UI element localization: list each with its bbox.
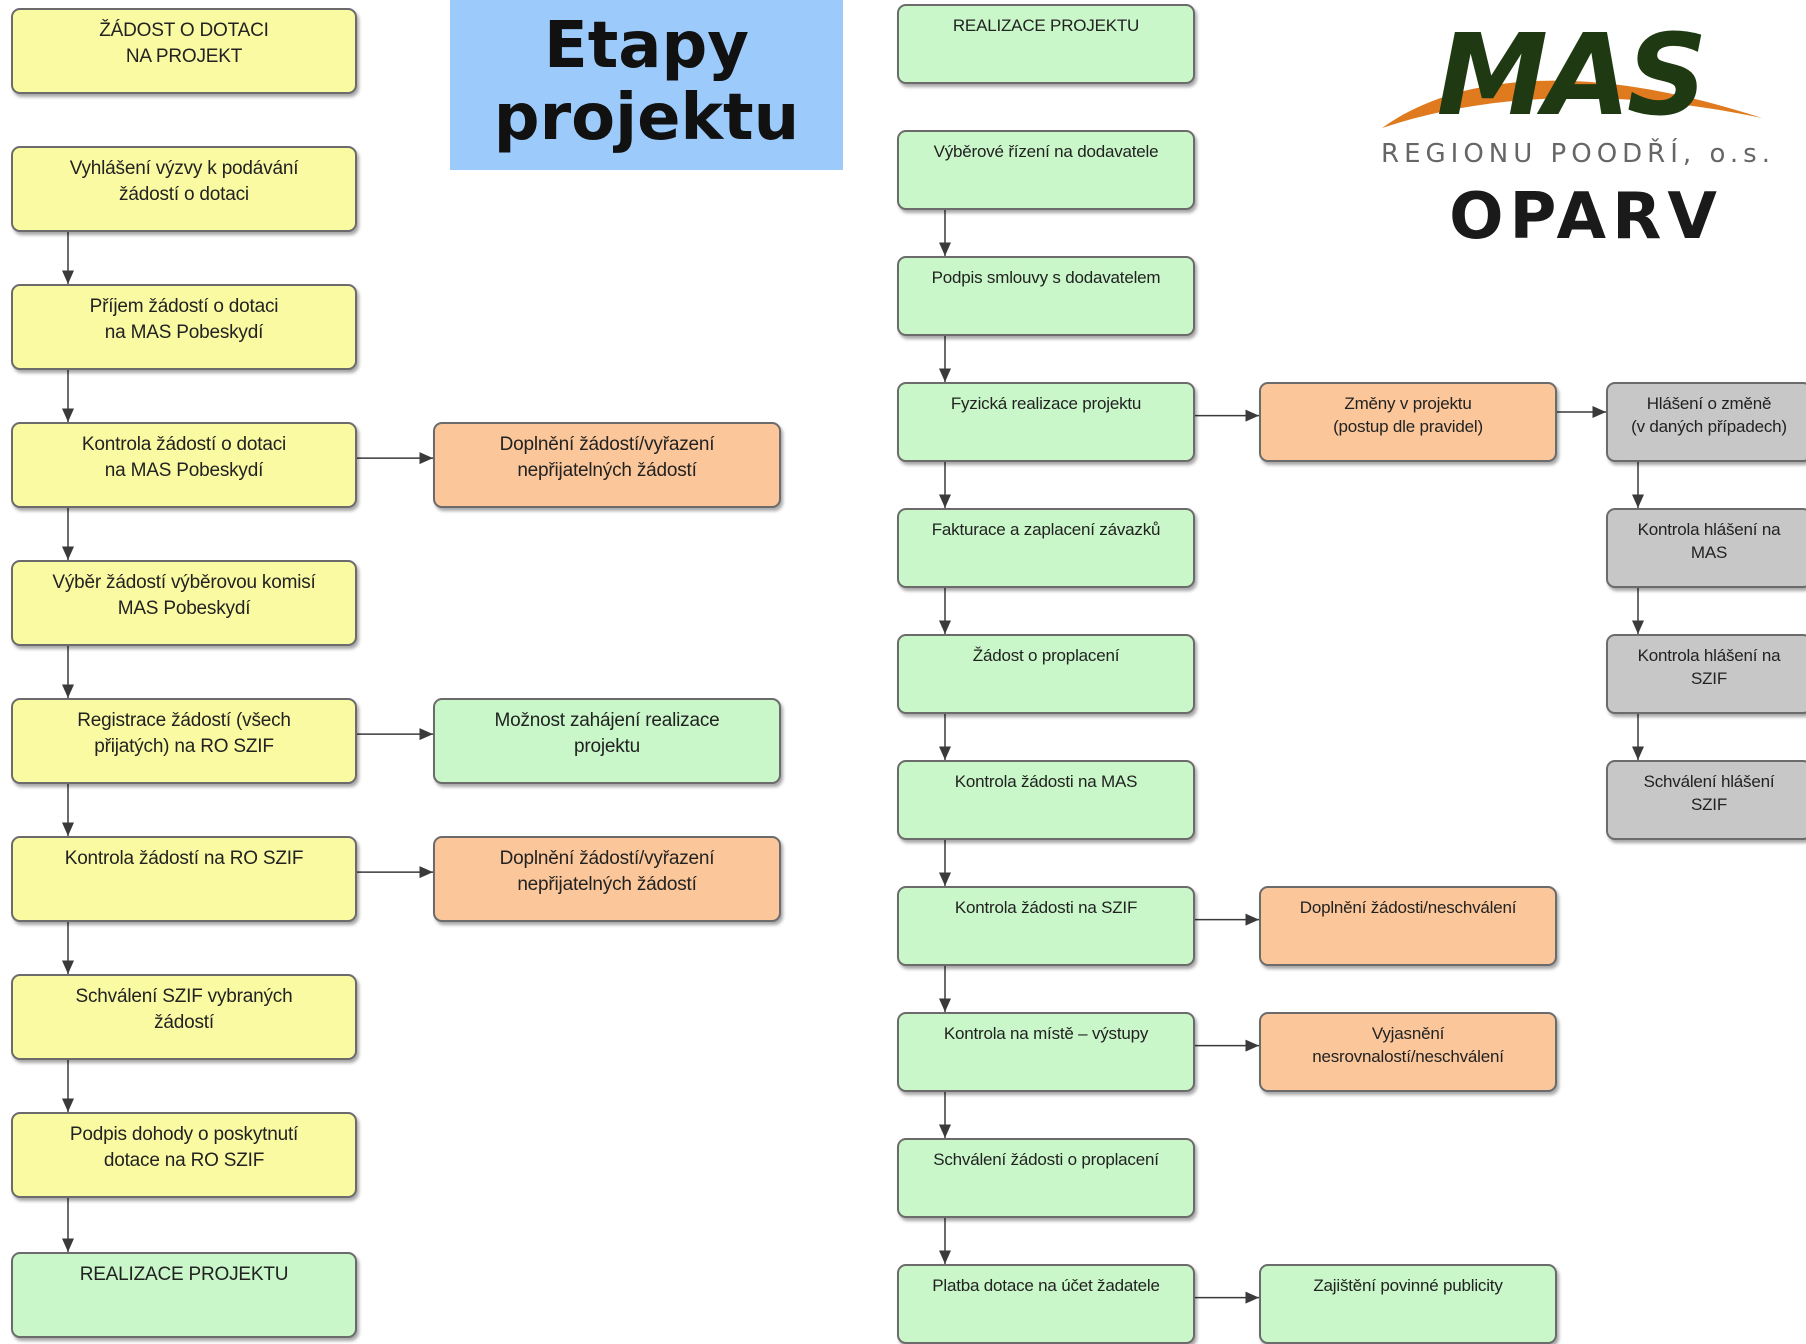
flow-node-m2: Podpis smlouvy s dodavatelem <box>897 256 1195 336</box>
flow-node-m6: Kontrola žádosti na MAS <box>897 760 1195 840</box>
page-title: Etapy projektu <box>493 9 800 155</box>
flow-node-l5: Registrace žádostí (všech přijatých) na … <box>11 698 357 784</box>
flow-node-ls5: Možnost zahájení realizace projektu <box>433 698 781 784</box>
flow-node-l9: REALIZACE PROJEKTU <box>11 1252 357 1338</box>
flow-node-m7: Kontrola žádosti na SZIF <box>897 886 1195 966</box>
flow-node-l7: Schválení SZIF vybraných žádostí <box>11 974 357 1060</box>
flow-node-ms3: Změny v projektu (postup dle pravidel) <box>1259 382 1557 462</box>
flow-node-r1: Kontrola hlášení na MAS <box>1606 508 1806 588</box>
title-banner: Etapy projektu <box>450 0 843 170</box>
flow-node-m5: Žádost o proplacení <box>897 634 1195 714</box>
logo-swoosh <box>1382 80 1762 128</box>
flow-node-ms7: Doplnění žádosti/neschválení <box>1259 886 1557 966</box>
flow-node-m3: Fyzická realizace projektu <box>897 382 1195 462</box>
flow-node-ms8: Vyjasnění nesrovnalostí/neschválení <box>1259 1012 1557 1092</box>
flow-node-m4: Fakturace a zaplacení závazků <box>897 508 1195 588</box>
flow-node-r3: Schválení hlášení SZIF <box>1606 760 1806 840</box>
flow-node-l0: ŽÁDOST O DOTACI NA PROJEKT <box>11 8 357 94</box>
flow-node-l6: Kontrola žádostí na RO SZIF <box>11 836 357 922</box>
flow-node-m9: Schválení žádosti o proplacení <box>897 1138 1195 1218</box>
flow-node-r0: Hlášení o změně (v daných případech) <box>1606 382 1806 462</box>
flow-node-l4: Výběr žádostí výběrovou komisí MAS Pobes… <box>11 560 357 646</box>
flow-node-l1: Vyhlášení výzvy k podávání žádostí o dot… <box>11 146 357 232</box>
flow-node-ms10: Zajištění povinné publicity <box>1259 1264 1557 1344</box>
flow-node-m1: Výběrové řízení na dodavatele <box>897 130 1195 210</box>
mas-oparv-logo: MAS REGIONU POODŘÍ, o.s. OPARV <box>1381 11 1770 250</box>
flow-node-m10: Platba dotace na účet žadatele <box>897 1264 1195 1344</box>
flow-node-ls3: Doplnění žádostí/vyřazení nepřijatelných… <box>433 422 781 508</box>
flow-node-ls6: Doplnění žádostí/vyřazení nepřijatelných… <box>433 836 781 922</box>
logo-subtitle: REGIONU POODŘÍ, o.s. <box>1381 137 1770 169</box>
logo-mark: MAS <box>1437 11 1704 141</box>
flow-node-m8: Kontrola na místě – výstupy <box>897 1012 1195 1092</box>
flow-node-m0: REALIZACE PROJEKTU <box>897 4 1195 84</box>
logo-oparv: OPARV <box>1449 180 1723 250</box>
flow-node-l8: Podpis dohody o poskytnutí dotace na RO … <box>11 1112 357 1198</box>
flow-node-r2: Kontrola hlášení na SZIF <box>1606 634 1806 714</box>
flow-node-l3: Kontrola žádostí o dotaci na MAS Pobesky… <box>11 422 357 508</box>
flow-node-l2: Příjem žádostí o dotaci na MAS Pobeskydí <box>11 284 357 370</box>
